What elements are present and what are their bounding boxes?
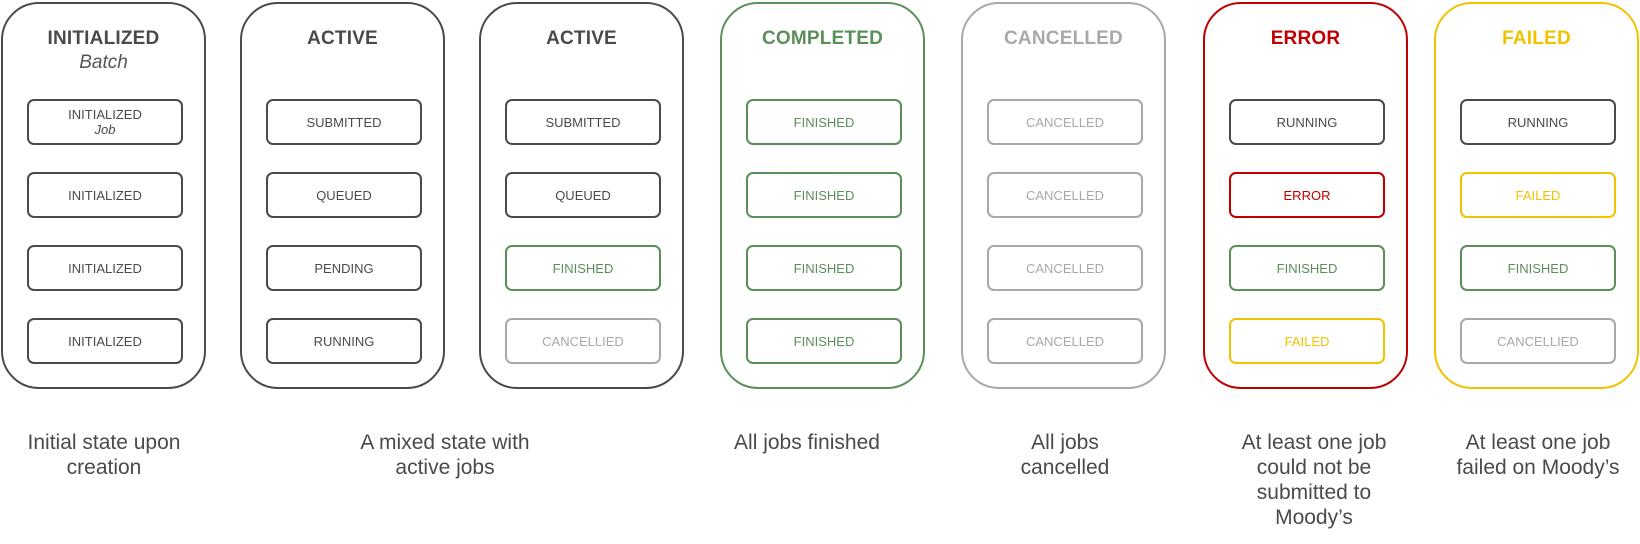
job-status-box: RUNNING — [266, 318, 422, 364]
job-status-label: PENDING — [314, 260, 374, 276]
job-status-box: FINISHED — [1460, 245, 1616, 291]
caption-failed-on-moodys: At least one job failed on Moody’s — [1456, 431, 1620, 479]
job-status-label: RUNNING — [1276, 114, 1338, 130]
job-status-label: QUEUED — [555, 187, 611, 203]
batch-card-error: ERROR RUNNING ERROR FINISHED FAILED — [1203, 2, 1408, 389]
job-status-box: QUEUED — [505, 172, 661, 218]
batch-card-active-2: ACTIVE SUBMITTED QUEUED FINISHED CANCELLIED — [479, 2, 684, 389]
job-status-label: INITIALIZED — [68, 187, 142, 203]
caption-submit-error: At least one job could not be submitted … — [1241, 431, 1387, 529]
job-status-label: CANCELLED — [1025, 333, 1105, 349]
job-status-label: RUNNING — [313, 333, 375, 349]
job-status-box: CANCELLED — [987, 172, 1143, 218]
job-status-box: FAILED — [1229, 318, 1385, 364]
batch-card-failed: FAILED RUNNING FAILED FINISHED CANCELLIED — [1434, 2, 1639, 389]
batch-status-title: CANCELLED — [1004, 28, 1123, 49]
batch-status-subtitle: Batch — [79, 52, 128, 73]
job-status-box: FINISHED — [746, 318, 902, 364]
job-status-label: CANCELLIED — [542, 333, 624, 349]
job-status-label: FINISHED — [793, 187, 855, 203]
job-status-box: INITIALIZED — [27, 245, 183, 291]
job-status-label: INITIALIZED — [68, 260, 142, 276]
job-status-label: CANCELLED — [1025, 114, 1105, 130]
job-status-label: QUEUED — [316, 187, 372, 203]
job-status-label: RUNNING — [1507, 114, 1569, 130]
job-status-box: QUEUED — [266, 172, 422, 218]
job-status-box: ERROR — [1229, 172, 1385, 218]
job-status-box: FINISHED — [746, 172, 902, 218]
batch-status-title: FAILED — [1502, 28, 1571, 49]
job-status-box: FINISHED — [1229, 245, 1385, 291]
job-status-label: FAILED — [1515, 187, 1561, 203]
job-status-label: CANCELLED — [1025, 260, 1105, 276]
batch-status-title: ERROR — [1270, 28, 1341, 49]
job-status-box: FINISHED — [746, 245, 902, 291]
job-status-box: RUNNING — [1460, 99, 1616, 145]
caption-initial-state: Initial state upon creation — [27, 431, 181, 479]
job-status-box: CANCELLED — [987, 318, 1143, 364]
job-status-box: FINISHED — [505, 245, 661, 291]
job-status-box: RUNNING — [1229, 99, 1385, 145]
batch-card-completed: COMPLETED FINISHED FINISHED FINISHED FINISH… — [720, 2, 925, 389]
job-status-label: FINISHED — [793, 333, 855, 349]
job-status-box: PENDING — [266, 245, 422, 291]
caption-mixed-state: A mixed state with active jobs — [360, 431, 530, 479]
job-status-label: INITIALIZED — [68, 107, 142, 122]
job-status-box: FAILED — [1460, 172, 1616, 218]
caption-all-finished: All jobs finished — [734, 431, 880, 454]
job-status-box: INITIALIZED — [27, 318, 183, 364]
job-status-box: FINISHED — [746, 99, 902, 145]
batch-status-title: COMPLETED — [761, 28, 884, 49]
job-status-label: SUBMITTED — [545, 114, 621, 130]
job-status-label: FAILED — [1284, 333, 1330, 349]
job-status-label: FINISHED — [1276, 260, 1338, 276]
job-status-box: INITIALIZED — [27, 172, 183, 218]
job-status-label: FINISHED — [793, 260, 855, 276]
job-status-label: CANCELLED — [1025, 187, 1105, 203]
job-status-box: CANCELLED — [987, 99, 1143, 145]
batch-status-title: ACTIVE — [307, 28, 378, 49]
batch-card-active-1: ACTIVE SUBMITTED QUEUED PENDING RUNNING — [240, 2, 445, 389]
job-status-box: SUBMITTED — [505, 99, 661, 145]
job-status-sublabel: Job — [94, 122, 116, 137]
job-status-label: SUBMITTED — [306, 114, 382, 130]
job-status-label: ERROR — [1283, 187, 1331, 203]
batch-card-cancelled: CANCELLED CANCELLED CANCELLED CANCELLED CAN… — [961, 2, 1166, 389]
batch-status-title: INITIALIZED — [47, 28, 160, 49]
job-status-label: FINISHED — [1507, 260, 1569, 276]
batch-status-title: ACTIVE — [546, 28, 617, 49]
job-status-label: FINISHED — [552, 260, 614, 276]
job-status-label: CANCELLIED — [1497, 333, 1579, 349]
caption-all-cancelled: All jobs cancelled — [1020, 431, 1110, 479]
job-status-box: CANCELLIED — [505, 318, 661, 364]
job-status-label: INITIALIZED — [68, 333, 142, 349]
job-status-box: CANCELLED — [987, 245, 1143, 291]
job-status-box: CANCELLIED — [1460, 318, 1616, 364]
job-status-box: SUBMITTED — [266, 99, 422, 145]
job-status-label: FINISHED — [793, 114, 855, 130]
